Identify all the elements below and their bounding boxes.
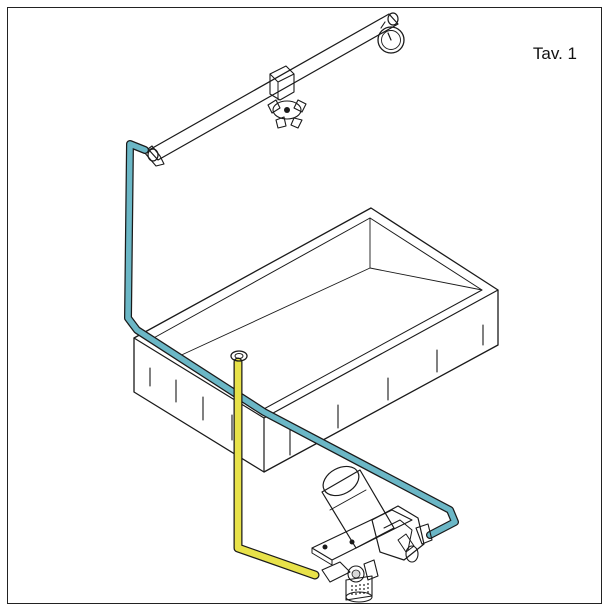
- suction-hose: [233, 357, 320, 580]
- pressure-gauge-icon: [377, 21, 405, 54]
- spray-bar-icon: [143, 12, 399, 167]
- plate-label: Tav. 1: [532, 44, 577, 63]
- return-hose: [124, 140, 459, 539]
- pump-icon: [311, 465, 433, 583]
- fill-cap-icon: [230, 350, 248, 362]
- tank-icon: [133, 207, 499, 473]
- nozzle-assembly-icon: [267, 65, 307, 129]
- filter-icon: [345, 575, 373, 603]
